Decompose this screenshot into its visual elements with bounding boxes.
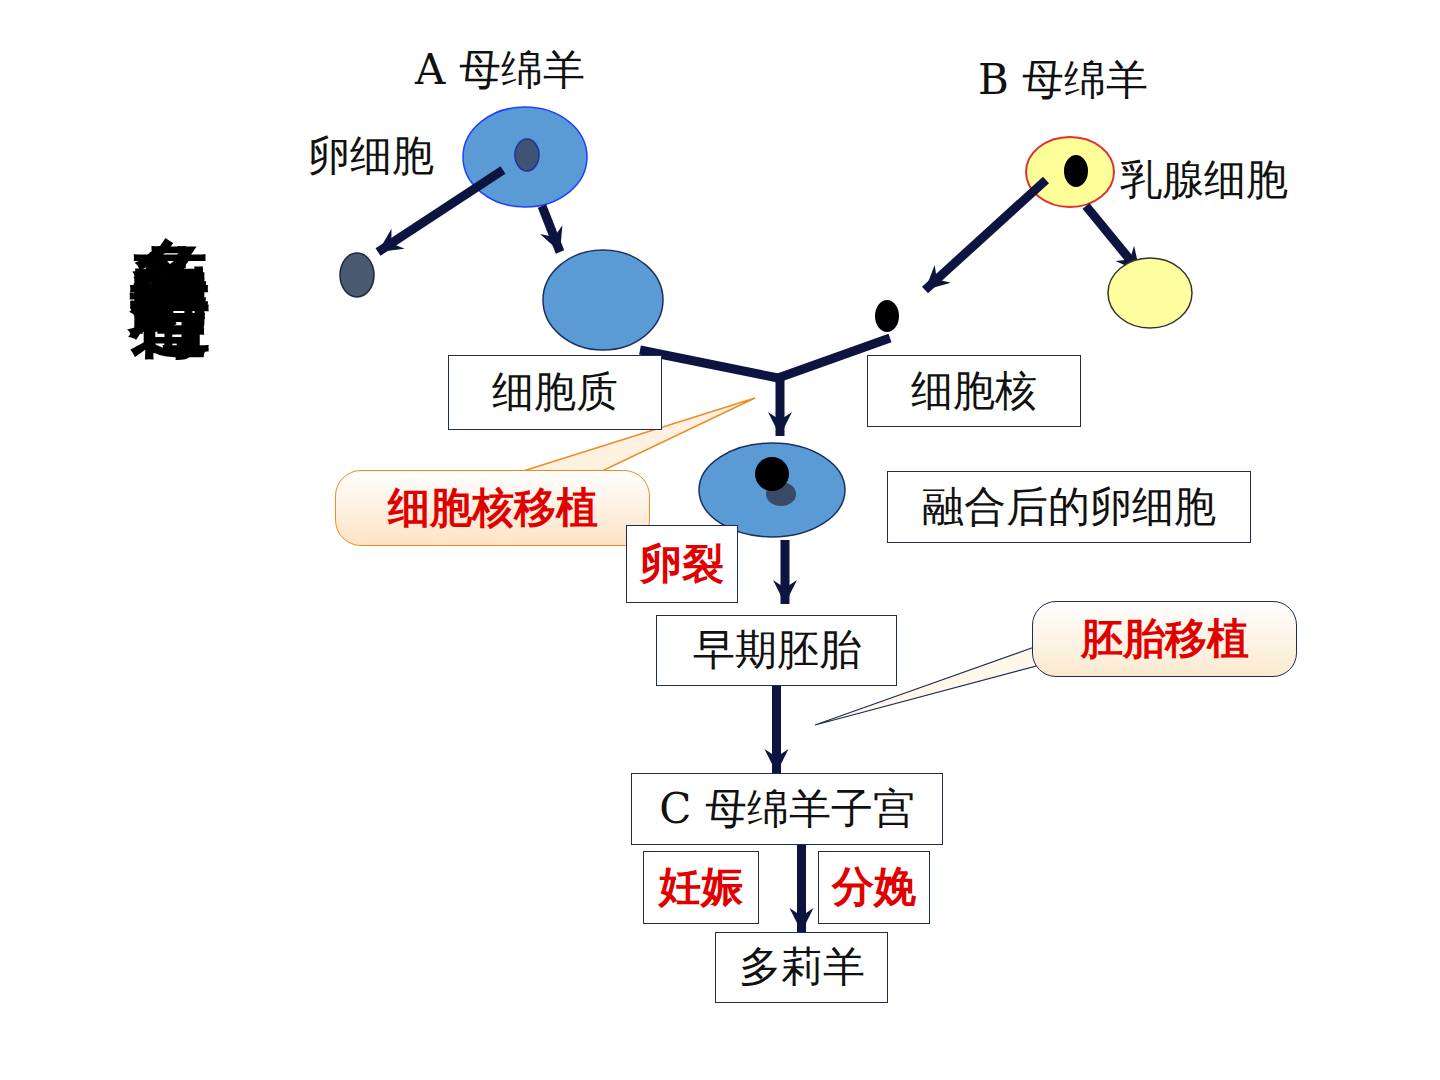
process-box: 融合后的卵细胞	[887, 471, 1251, 543]
node-text: 胚胎移植	[1081, 616, 1249, 662]
node-text: 融合后的卵细胞	[922, 484, 1216, 530]
arrow	[925, 180, 1046, 290]
node-text: 多莉羊	[739, 944, 865, 990]
node-text: 妊娠	[659, 864, 743, 910]
callout-box: 胚胎移植	[1032, 601, 1297, 677]
flow-arrow	[797, 845, 806, 932]
process-box: 细胞核	[867, 355, 1081, 427]
cell-label: B 母绵羊	[978, 52, 1148, 108]
egg-nucleus	[515, 139, 539, 171]
process-box: 妊娠	[643, 851, 759, 924]
removed-nucleus	[340, 253, 374, 297]
node-text: 分娩	[832, 864, 916, 910]
node-text: 细胞核	[911, 368, 1037, 414]
process-box: 多莉羊	[715, 932, 888, 1003]
node-text: 早期胚胎	[693, 627, 861, 673]
process-box: 卵裂	[626, 525, 738, 603]
enucleated-cell	[1108, 258, 1192, 328]
arrow	[781, 540, 790, 604]
node-text: 卵裂	[640, 541, 724, 587]
process-box: 早期胚胎	[656, 615, 897, 686]
egg-cell	[463, 107, 587, 207]
fused-egg	[699, 443, 845, 537]
donor-nucleus	[875, 300, 899, 332]
arrow	[542, 206, 560, 252]
mammary-cell	[1026, 137, 1114, 207]
arrow	[378, 170, 503, 252]
process-box: C 母绵羊子宫	[631, 773, 943, 845]
donor-nucleus	[755, 457, 789, 491]
callout-box: 细胞核移植	[335, 470, 650, 546]
cell-label: 卵细胞	[308, 128, 434, 184]
process-box: 细胞质	[448, 355, 662, 430]
cell-label: 乳腺细胞	[1120, 152, 1288, 208]
process-box: 分娩	[818, 851, 930, 924]
node-text: C 母绵羊子宫	[659, 786, 915, 832]
node-text: 细胞质	[492, 369, 618, 415]
flow-arrow	[772, 686, 781, 773]
cytoplasm	[543, 250, 663, 350]
diagram-title: 多莉羊的培育过程	[124, 172, 224, 228]
node-text: 细胞核移植	[388, 485, 598, 531]
mammary-nucleus	[1064, 155, 1088, 187]
arrow	[776, 376, 785, 436]
cell-label: A 母绵羊	[415, 42, 585, 98]
